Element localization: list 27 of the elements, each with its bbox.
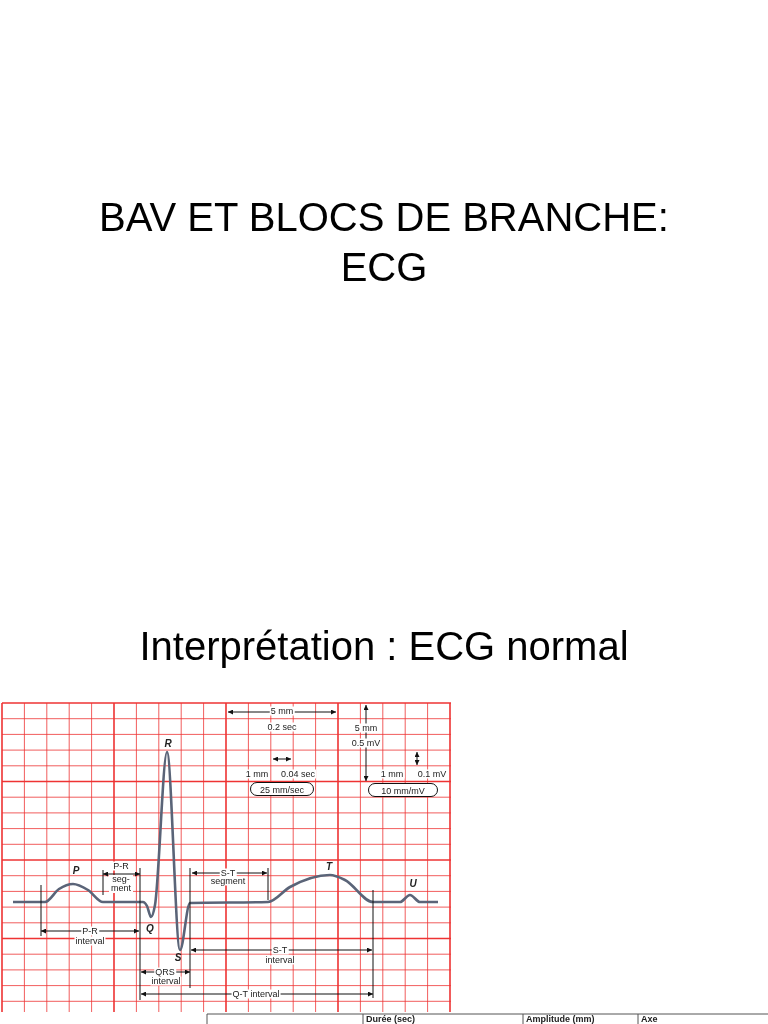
interval-label: P-R <box>112 861 130 871</box>
column-header: Axe <box>641 1015 658 1024</box>
wave-label: S <box>174 953 182 963</box>
interval-label: interval <box>150 976 182 986</box>
interval-label: P-R <box>81 926 99 936</box>
interval-label: interval <box>264 955 296 965</box>
interval-label: seg- ment <box>109 875 133 893</box>
interval-label: interval <box>74 936 106 946</box>
scale-label: 0.2 sec <box>266 722 298 732</box>
interval-label: segment <box>209 876 247 886</box>
wave-label: Q <box>146 924 154 934</box>
column-header: Durée (sec) <box>366 1015 416 1024</box>
slide-title: BAV ET BLOCS DE BRANCHE: ECG <box>98 194 670 291</box>
scale-label: 0.1 mV <box>416 769 448 779</box>
interval-label: S-T <box>271 945 289 955</box>
wave-label: R <box>164 739 172 749</box>
interval-label: Q-T interval <box>231 989 281 999</box>
column-header: Amplitude (mm) <box>526 1015 595 1024</box>
interval-label: QRS <box>154 967 176 977</box>
wave-label: U <box>409 879 417 889</box>
interval-label: S-T <box>219 868 237 878</box>
wave-label: T <box>325 862 333 872</box>
wave-label: P <box>72 866 80 876</box>
scale-label: 5 mm <box>353 723 379 733</box>
slide-heading: Interprétation : ECG normal <box>138 626 630 666</box>
scale-label: 5 mm <box>269 706 295 716</box>
scale-label: 0.5 mV <box>350 738 382 748</box>
